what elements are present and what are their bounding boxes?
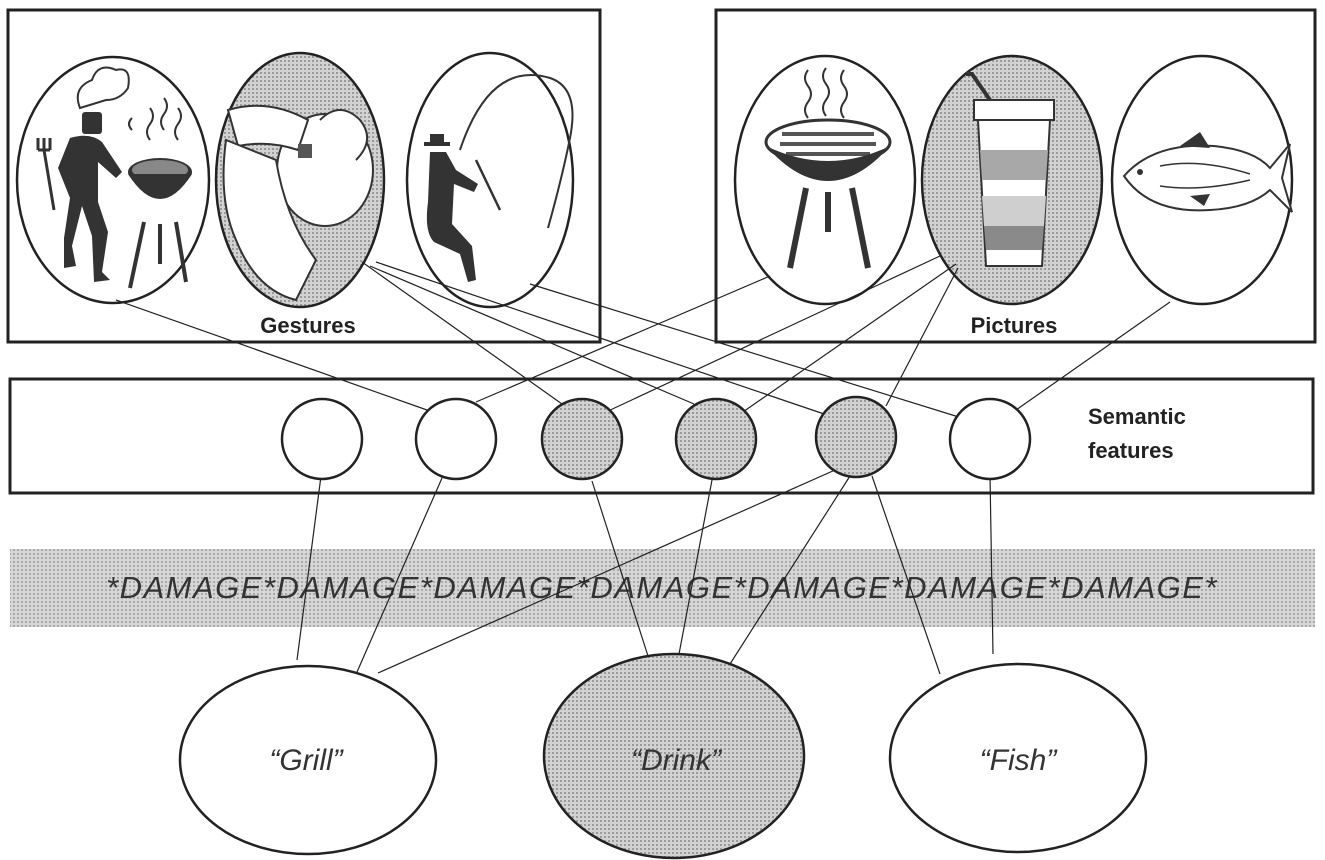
semantic-features-label-line1: Semantic	[1088, 404, 1186, 429]
semantic-node-3	[542, 399, 622, 479]
semantic-features-label-line2: features	[1088, 438, 1174, 463]
word-grill-node: “Grill”	[180, 666, 436, 854]
word-drink-node: “Drink”	[544, 654, 804, 858]
word-fish-node: “Fish”	[890, 664, 1146, 852]
semantic-node-5	[816, 397, 896, 477]
gestures-label: Gestures	[260, 313, 355, 338]
gesture-drinking	[216, 53, 384, 307]
semantic-node-1	[282, 399, 362, 479]
semantic-node-2	[416, 399, 496, 479]
picture-grill	[735, 56, 915, 304]
picture-fish	[1112, 56, 1292, 304]
picture-drink	[922, 56, 1102, 304]
gesture-chef-grilling	[17, 57, 209, 303]
gesture-fishing	[407, 53, 573, 307]
word-fish-label: “Fish”	[980, 744, 1059, 777]
semantic-node-4	[676, 399, 756, 479]
pictures-label: Pictures	[971, 313, 1058, 338]
damage-text: *DAMAGE*DAMAGE*DAMAGE*DAMAGE*DAMAGE*DAMA…	[106, 570, 1218, 605]
semantic-features-box	[10, 379, 1313, 493]
word-grill-label: “Grill”	[269, 744, 344, 777]
semantic-node-6	[950, 399, 1030, 479]
word-drink-label: “Drink”	[631, 744, 723, 777]
